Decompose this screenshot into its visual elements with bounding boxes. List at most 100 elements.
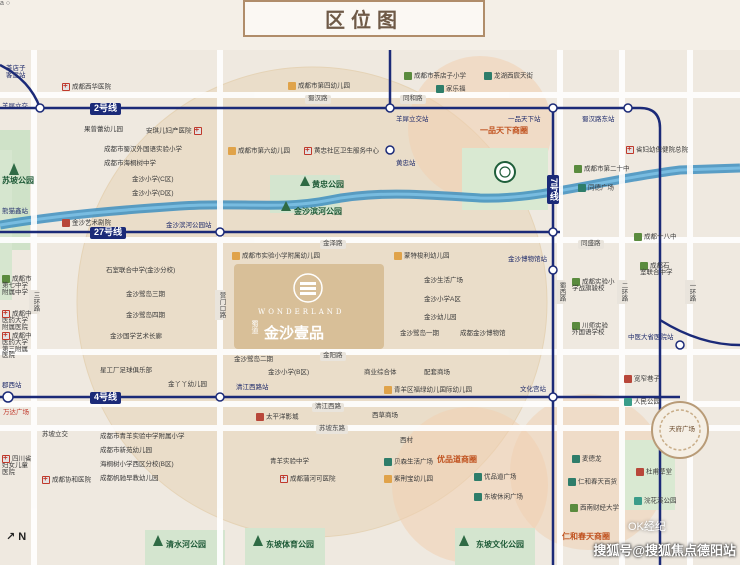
district-renhe-spring: 仁和春天商圈 xyxy=(562,532,610,541)
road-supo-interchange: 苏坡立交 xyxy=(42,431,68,438)
hospital-icon xyxy=(2,331,10,340)
top-fragment: a ○ xyxy=(0,0,11,7)
road-yingmenkou: 营门口路 xyxy=(215,290,225,320)
park-supo: 苏坡公园 xyxy=(2,176,34,185)
poi-item: 浣花溪公园 xyxy=(634,497,677,505)
school-icon xyxy=(404,72,412,80)
hospital-icon xyxy=(193,126,202,135)
park-icon xyxy=(634,497,642,505)
poi-item: 西南财经大学 xyxy=(570,504,619,512)
poi-item: 人民公园 xyxy=(624,398,660,406)
kindergarten-icon xyxy=(384,475,392,483)
map-title-box: 区位图 xyxy=(243,0,485,37)
project-logo-icon xyxy=(293,273,323,303)
mall-icon xyxy=(384,458,392,466)
road-supo-east: 苏坡东路 xyxy=(316,425,348,434)
poi-item: 金沙小学(D区) xyxy=(132,190,174,197)
school-icon xyxy=(634,233,642,241)
poi-item: 杜甫草堂 xyxy=(636,468,672,476)
kindergarten-icon xyxy=(384,386,392,394)
park-qingshuihe: 清水河公园 xyxy=(166,540,206,549)
metro-line-4-badge: 4号线 xyxy=(90,392,122,404)
park-icon xyxy=(624,398,632,406)
hospital-icon xyxy=(2,454,10,463)
road-jinyang: 金阳路 xyxy=(320,352,346,361)
station-wenhuagong: 文化宫站 xyxy=(520,386,546,393)
poi-item: 果曾蕾幼儿园 xyxy=(84,126,123,133)
station-junxi: 郡西站 xyxy=(2,382,22,389)
road-ring3: 三环路 xyxy=(29,290,39,314)
poi-item: 配套商场 xyxy=(424,369,450,376)
hospital-icon xyxy=(2,309,10,318)
culture-icon xyxy=(256,413,264,421)
poi-item: 成都蒲河可医院 xyxy=(280,474,336,483)
station-yangxi: 羊犀立交站 xyxy=(396,116,429,123)
kindergarten-icon xyxy=(232,252,240,260)
poi-item: 川师实验外国语学校 xyxy=(572,322,608,337)
north-arrow-icon: ↗ N xyxy=(6,531,27,543)
poi-item: 石室联合中学(金沙分校) xyxy=(106,267,176,274)
poi-item: 贝森生活广场 xyxy=(384,458,433,466)
mall-icon xyxy=(474,493,482,501)
poi-item: 成都石室联合中学 xyxy=(640,262,673,277)
poi-item: 仁和春天百货 xyxy=(568,478,617,486)
project-block xyxy=(234,264,384,349)
metro-line-2-badge: 2号线 xyxy=(90,103,122,115)
road-ring2: 二环路 xyxy=(617,280,627,304)
poi-item: 东坡休闲广场 xyxy=(474,493,523,501)
project-tag: 蜀道 xyxy=(251,320,259,334)
poi-item: 成都市第四幼儿园 xyxy=(288,82,350,90)
mall-icon xyxy=(484,72,492,80)
poi-item: 青羊实验中学 xyxy=(270,458,309,465)
road-jinze: 金泽路 xyxy=(320,240,346,249)
mall-icon xyxy=(568,478,576,486)
poi-item: 西草商场 xyxy=(372,412,398,419)
hospital-icon xyxy=(280,474,288,483)
poi-item: 成都实验小学战旗骏校 xyxy=(572,278,615,293)
mall-icon xyxy=(578,184,586,192)
mall-icon xyxy=(474,473,482,481)
park-jinsha-riverside: 金沙滨河公园 xyxy=(294,207,342,216)
poi-item: 商业综合体 xyxy=(364,369,397,376)
station-jinsha-museum: 金沙博物馆站 xyxy=(508,256,547,263)
poi-item: 同德广场 xyxy=(578,184,614,192)
metro-line-7-badge: 7号线 xyxy=(547,175,559,205)
station-chadianzi: 茶店子客运站 xyxy=(6,65,26,79)
poi-item: 省妇幼保健院总院 xyxy=(626,145,688,154)
poi-item: 麦德龙 xyxy=(572,455,602,463)
watermark-bottom: 搜狐号@搜狐焦点德阳站 xyxy=(593,543,736,558)
poi-item: 金沙国学艺术长廊 xyxy=(110,333,162,340)
poi-item: 金沙鹭岛二期 xyxy=(234,356,273,363)
park-dongpo-sports: 东坡体育公园 xyxy=(266,540,314,549)
park-huangzhong: 黄忠公园 xyxy=(312,180,344,189)
poi-item: 成都市茶店子小学 xyxy=(404,72,466,80)
mall-icon xyxy=(572,455,580,463)
kindergarten-icon xyxy=(394,252,402,260)
poi-item: 金沙鹭岛一期 xyxy=(400,330,439,337)
poi-item: 成都市青羊实验中学附属小学 xyxy=(100,433,185,440)
metro-line-27-badge: 27号线 xyxy=(90,227,127,239)
mall-icon xyxy=(436,85,444,93)
poi-item: 优品道广场 xyxy=(474,473,517,481)
park-dongpo-culture: 东坡文化公园 xyxy=(476,540,524,549)
school-icon xyxy=(2,275,10,283)
station-shuhanlu-east: 蜀汉路东站 xyxy=(582,116,615,123)
poi-item: 宽窄巷子 xyxy=(624,375,660,383)
road-tonghe: 同和路 xyxy=(400,95,426,104)
station-yipintianxia: 一品天下站 xyxy=(508,116,541,123)
poi-item: 安琪儿妇产医院 xyxy=(146,126,204,135)
road-qingjiang-west: 清江西路 xyxy=(312,403,344,412)
poi-item: 西村 xyxy=(400,437,413,444)
poi-item: 金沙生活广场 xyxy=(424,277,463,284)
hospital-icon xyxy=(42,475,50,484)
poi-item: 金沙艺术剧院 xyxy=(62,219,111,227)
poi-item: 太平洋影城 xyxy=(256,413,299,421)
poi-item: 成都中医药大学附属医院 xyxy=(2,309,32,331)
poi-item: 成都市海桐树中学 xyxy=(104,160,156,167)
poi-item: 海桐树小学西区分校(B区) xyxy=(100,461,174,468)
station-tcm-hospital: 中医大省医院站 xyxy=(628,334,674,341)
station-qingjiang-west: 清江西路站 xyxy=(236,384,269,391)
hospital-icon xyxy=(62,82,70,91)
kindergarten-icon xyxy=(228,147,236,155)
poi-item: 星工厂足球俱乐部 xyxy=(100,367,152,374)
